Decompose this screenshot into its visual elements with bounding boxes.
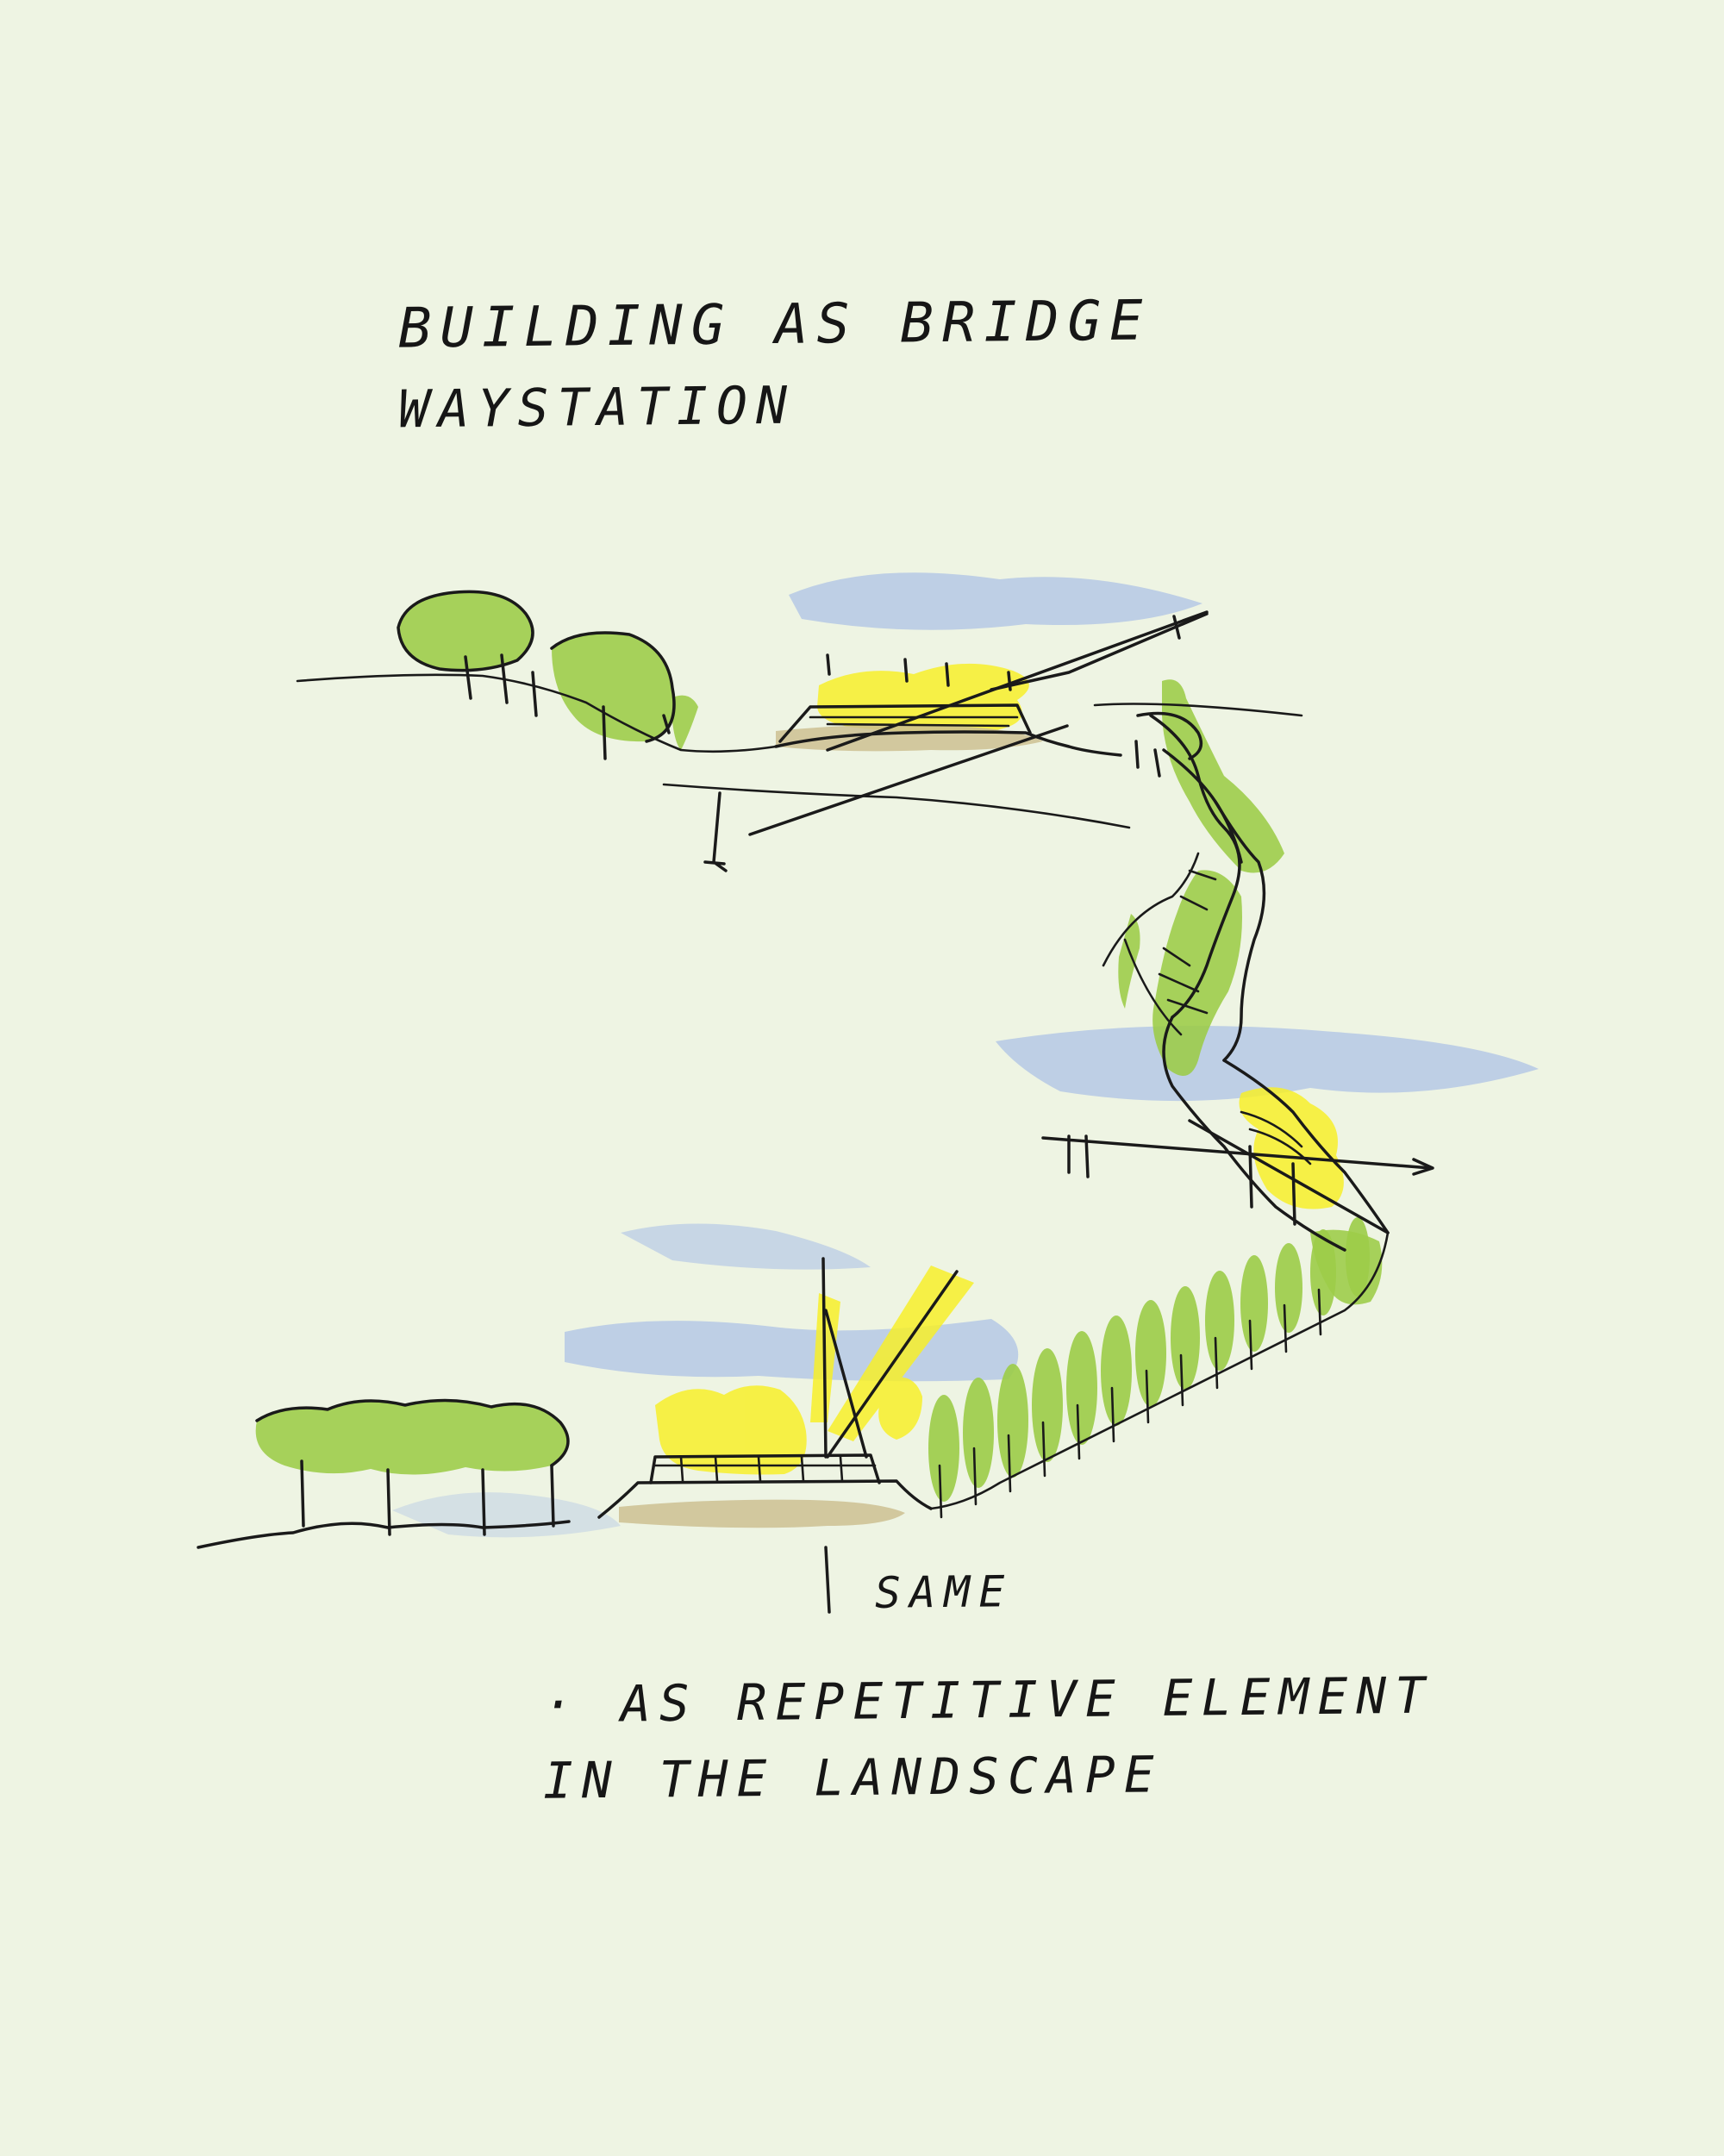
note-line-1: · AS REPETITIVE ELEMENT xyxy=(542,1665,1434,1734)
lower-scene-ink xyxy=(197,1231,1390,1614)
poplar-row xyxy=(928,1217,1370,1502)
same-label: SAME xyxy=(874,1566,1014,1618)
sketch-subtitle: WAYSTATION xyxy=(397,375,796,441)
sketch-title: BUILDING AS BRIDGE xyxy=(397,289,1152,361)
winding-path-ink xyxy=(1041,714,1434,1252)
upper-scene-ink xyxy=(296,590,1303,872)
note-line-2: IN THE LANDSCAPE xyxy=(542,1745,1164,1810)
